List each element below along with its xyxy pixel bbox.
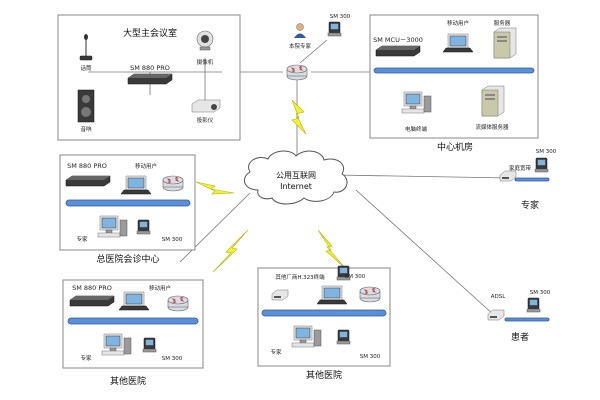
hospital-b-expert-label: 专家: [270, 348, 282, 356]
hospital-b-h323-label: 其他厂商H.323终端: [275, 273, 325, 281]
local-expert-device-label: SM 300: [330, 14, 351, 20]
hospital-a-sm300-icon: [142, 337, 157, 353]
patient-device-label: SM 300: [530, 290, 551, 296]
hospital-a-mcu-icon: [69, 295, 115, 307]
hospital-b: 其他厂商H.323终端 SM 300 专家 SM 300 其他医院: [257, 265, 391, 381]
data-center-terminal-label: 电脑终端: [405, 125, 428, 133]
local-expert: SM 300 本院专家: [289, 14, 351, 50]
hospital-b-device-label-top: SM 300: [345, 274, 366, 280]
remote-expert: SM 300 家庭宽带 专家: [499, 149, 557, 211]
remote-expert-caption: 专家: [521, 199, 539, 211]
consult-router-icon: [162, 175, 184, 192]
consult-device-label: SM 300: [162, 237, 183, 243]
conference-room-title: 大型主会议室: [123, 27, 177, 39]
hospital-a-router-icon: [167, 295, 189, 312]
consult-mcu-icon: [65, 175, 111, 187]
person-icon: [294, 23, 306, 38]
remote-expert-device-label: SM 300: [536, 149, 557, 155]
patient-sm300-icon: [526, 297, 541, 313]
bolt-center-top: [291, 99, 307, 135]
camera-label: 摄像机: [197, 58, 214, 66]
adsl-label: ADSL: [491, 294, 506, 300]
data-center: SM MCU－3000 移动用户 服务器 电脑终端 流媒体服务器 中心机房: [369, 14, 539, 153]
hospital-b-router-icon: [359, 286, 381, 303]
hospital-a: SM 880 PRO 移动用户 专家 SM 300 其他医院: [62, 279, 204, 387]
data-center-mobile-label: 移动用户: [447, 19, 469, 27]
remote-expert-link: [514, 177, 550, 182]
data-center-bus: [373, 67, 535, 74]
internet-label-en: Internet: [280, 182, 312, 191]
data-center-caption: 中心机房: [437, 141, 473, 153]
data-center-mcu-label: SM MCU－3000: [373, 36, 423, 44]
bolt-consult: [195, 181, 235, 195]
bolt-hospital-b: [317, 229, 346, 269]
speaker-icon: [77, 89, 95, 123]
conference-mcu-icon: [127, 73, 173, 85]
data-center-media-server-icon: [481, 85, 505, 117]
internet-cloud: 公用互联网 Internet: [243, 150, 348, 205]
hospital-a-bus: [67, 317, 199, 325]
consult-mobile-label: 移动用户: [135, 162, 157, 170]
microphone-icon: [79, 34, 93, 61]
home-broadband-icon: [499, 170, 517, 182]
hospital-b-sm300-icon: [336, 329, 351, 345]
consult-sm300-icon: [136, 219, 151, 235]
hospital-b-h323-icon: [271, 289, 289, 301]
consult-center: SM 880 PRO 移动用户 专家 SM 300 总医院会诊中心: [59, 154, 196, 265]
adsl-modem-icon: [487, 309, 505, 321]
hospital-b-bus: [261, 309, 387, 317]
projector-icon: [191, 99, 221, 113]
consult-mcu-label: SM 880 PRO: [67, 162, 107, 170]
hospital-a-expert-label: 专家: [80, 354, 92, 362]
conference-room: 大型主会议室 话筒 SM 880 PRO 摄像机 音响: [57, 14, 241, 141]
hospital-a-device-label: SM 300: [162, 356, 183, 362]
hospital-b-device-label: SM 300: [360, 354, 381, 360]
internet-label-cn: 公用互联网: [276, 171, 316, 180]
bolt-hospital-a: [212, 229, 249, 273]
data-center-server-label: 服务器: [494, 19, 511, 27]
data-center-server-icon: [493, 27, 517, 59]
conference-mcu-label: SM 880 PRO: [130, 64, 170, 72]
central-router: [286, 64, 308, 81]
patient-caption: 患者: [511, 331, 529, 343]
connection-lines: [179, 39, 511, 317]
hospital-a-mobile-label: 移动用户: [149, 284, 171, 292]
speaker-label: 音响: [80, 125, 92, 133]
consult-center-bus: [65, 199, 191, 207]
hospital-b-frame: [257, 267, 391, 367]
hospital-a-mcu-label: SM 880 PRO: [72, 284, 112, 292]
hospital-b-caption: 其他医院: [306, 369, 342, 381]
patient-link: [504, 317, 550, 322]
consult-expert-label: 专家: [76, 235, 88, 243]
remote-expert-sm300-icon: [534, 157, 549, 173]
camera-icon: [196, 30, 214, 51]
projector-label: 投影仪: [197, 116, 214, 124]
local-expert-label: 本院专家: [289, 42, 312, 50]
consult-center-caption: 总医院会诊中心: [96, 253, 159, 265]
local-expert-sm300-icon: [327, 21, 342, 37]
data-center-media-server-label: 流媒体服务器: [475, 123, 509, 131]
hospital-a-caption: 其他医院: [110, 375, 146, 387]
microphone-label: 话筒: [80, 64, 92, 72]
home-broadband-label: 家庭宽带: [509, 164, 532, 172]
data-center-mcu-icon: [375, 45, 421, 57]
patient: SM 300 ADSL 患者: [487, 290, 551, 343]
